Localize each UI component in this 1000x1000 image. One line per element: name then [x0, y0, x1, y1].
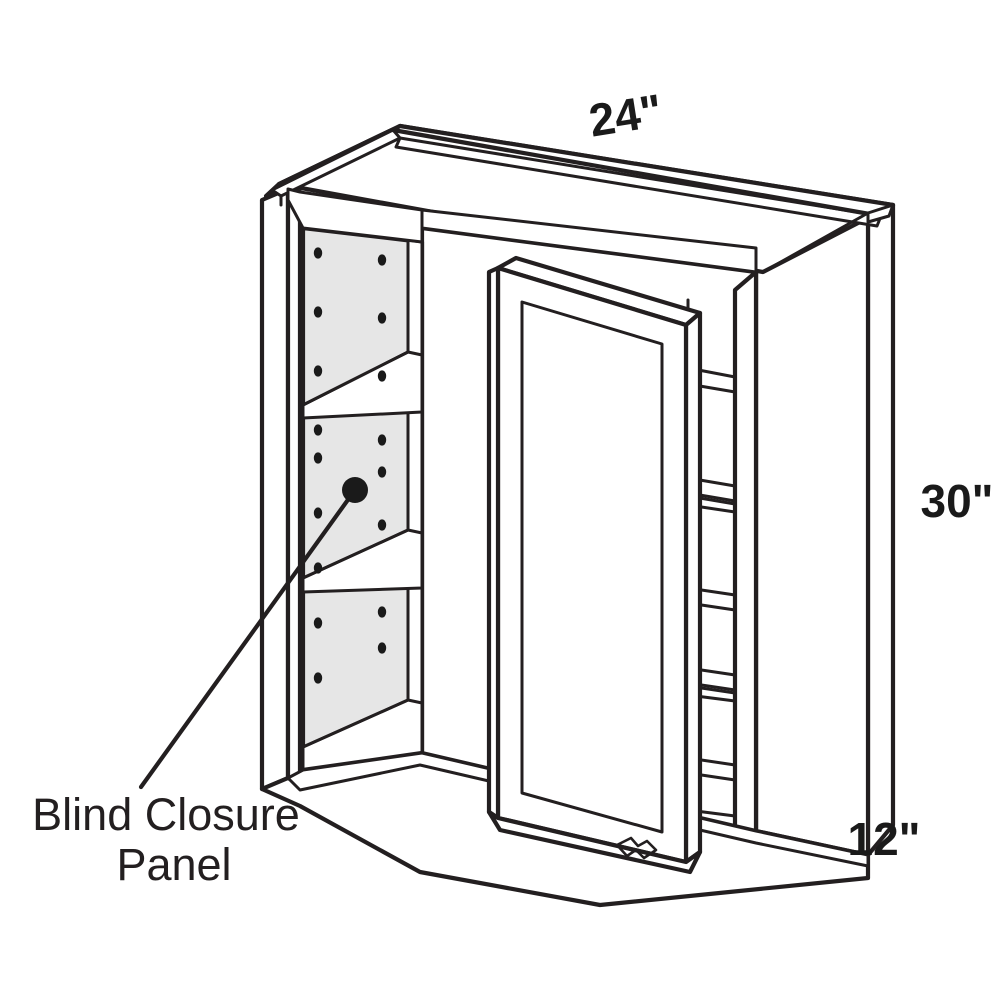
- callout-leader: [138, 477, 368, 790]
- shelf-pin-holes-right-column: [377, 254, 387, 654]
- blind-bay-bottom-edge: [301, 698, 410, 749]
- door-hinge: [615, 836, 658, 860]
- left-face-frame-stile: [285, 186, 303, 786]
- left-side-panel-edge: [259, 186, 291, 792]
- shaker-door-open: [486, 255, 703, 875]
- top-rail-center: [420, 208, 758, 274]
- callout-label-line-2: Panel: [116, 839, 231, 890]
- cabinet-bottom-edge: [286, 751, 870, 868]
- blind-bay-divider-edge: [406, 238, 424, 755]
- callout-leader-dot: [342, 477, 368, 503]
- callout-leader-line: [138, 487, 358, 790]
- door-left-edge: [486, 265, 501, 821]
- callout-label-line-1: Blind Closure: [32, 789, 300, 840]
- cabinet-top-assembly: [263, 123, 896, 275]
- top-right-front-edge: [761, 211, 870, 274]
- door-recessed-panel: [520, 300, 664, 834]
- cabinet-top-rim-right: [866, 203, 895, 224]
- shelf-pin-holes-left-column: [313, 247, 323, 684]
- right-side-panel: [753, 210, 871, 858]
- shelf-upper-back-edge: [301, 350, 410, 407]
- dimension-label-height: 30": [921, 475, 994, 527]
- dimension-label-width: 24": [585, 84, 665, 147]
- dimension-label-depth: 12": [848, 813, 921, 865]
- right-side-panel-edge: [865, 202, 896, 858]
- top-rail-left: [286, 187, 424, 244]
- right-face-frame-stile: [732, 269, 759, 848]
- cabinet-top-rim-inner-back: [394, 136, 883, 228]
